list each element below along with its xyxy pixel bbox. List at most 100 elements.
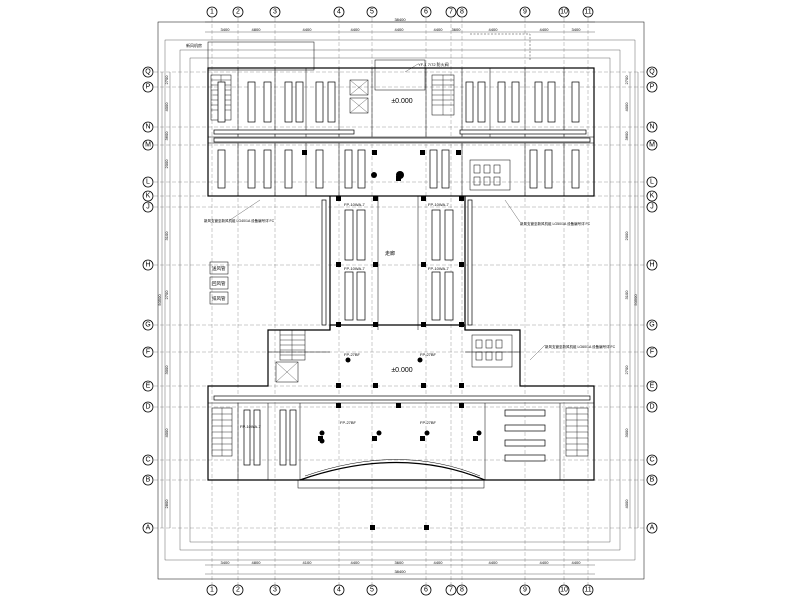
bottom-dimensions: 3400 4800 4100 4400 3600 4400 4400 4400 … (205, 560, 595, 575)
south-wing (207, 324, 595, 489)
bottom-dim-4: 4400 (351, 560, 361, 565)
axis-col-1-bottom: 1 (210, 587, 214, 594)
leader-lines (229, 63, 546, 361)
legend: 送风管 回风管 排风管 (209, 261, 229, 305)
fp-label-8: FP-27BF (420, 420, 437, 425)
total-height-left: 50500 (157, 294, 162, 306)
fp-label-5: FP-27BF (344, 352, 361, 357)
stairs (210, 74, 589, 457)
axis-col-9: 9 (523, 9, 527, 16)
right-dim-1: 2700 (624, 75, 629, 85)
axis-row-L-right: L (650, 179, 654, 186)
right-axis-labels: Q P N M L K J H G F E D C B A (646, 66, 658, 534)
top-note: YF-1 7/72 防火阀 (418, 61, 449, 67)
elevation-north: ±0.000 (391, 98, 412, 105)
axis-col-7: 7 (449, 9, 453, 16)
axis-row-E-right: E (650, 383, 655, 390)
left-axis-labels: Q P N M L K J H G F E D C B A (142, 66, 154, 534)
total-height-right: 50500 (633, 294, 638, 306)
axis-row-J-right: J (650, 204, 654, 211)
axis-col-3: 3 (273, 9, 277, 16)
bottom-dim-2: 4800 (252, 560, 262, 565)
bottom-dim-8: 4400 (540, 560, 550, 565)
bottom-axis-labels: 1 2 3 4 5 6 7 8 9 10 11 (206, 584, 594, 596)
right-dim-5: 3100 (624, 290, 629, 300)
top-dim-10: 3400 (572, 27, 582, 32)
right-dim-3: 3600 (624, 131, 629, 141)
axis-row-D: D (145, 404, 150, 411)
right-dim-7: 3000 (624, 428, 629, 438)
top-dim-6: 4400 (434, 27, 444, 32)
axis-row-A: A (146, 525, 151, 532)
bottom-dim-3: 4100 (303, 560, 313, 565)
fp-label-4: FP-10WA-7 (428, 266, 450, 271)
top-axis-labels: 1 2 3 4 5 6 7 8 9 10 11 (206, 6, 594, 18)
axis-row-F: F (146, 349, 150, 356)
bottom-dim-1: 3400 (221, 560, 231, 565)
axis-col-5-bottom: 5 (370, 587, 374, 594)
left-dim-6: 2700 (164, 290, 169, 300)
axis-col-6-bottom: 6 (424, 587, 428, 594)
pipe-note-left: 新风支管至新风机组 LG40/1A 设备编号详 FC (204, 218, 275, 223)
axis-row-C-right: C (649, 457, 654, 464)
left-dim-5: 3100 (164, 231, 169, 241)
axis-row-Q-right: Q (649, 69, 655, 76)
elevation-south: ±0.000 (391, 367, 412, 374)
total-width-top: 38400 (394, 17, 406, 22)
axis-row-N-right: N (649, 124, 654, 131)
axis-row-F-right: F (650, 349, 654, 356)
north-wing (207, 41, 595, 197)
axis-col-9-bottom: 9 (523, 587, 527, 594)
axis-col-2: 2 (236, 9, 240, 16)
right-dim-2: 4000 (624, 102, 629, 112)
axis-col-1: 1 (210, 9, 214, 16)
bottom-dim-5: 3600 (395, 560, 405, 565)
axis-col-4-bottom: 4 (337, 587, 341, 594)
grid-lines (148, 18, 652, 586)
bottom-dim-6: 4400 (434, 560, 444, 565)
axis-row-P: P (146, 84, 151, 91)
fp-label-1: FP-10WA-7 (344, 202, 366, 207)
fp-label-2: FP-10WA-7 (428, 202, 450, 207)
inner-frame-3 (189, 57, 611, 543)
axis-col-11-bottom: 11 (584, 587, 591, 594)
axis-row-L: L (146, 179, 150, 186)
axis-row-Q: Q (145, 69, 151, 76)
elevators (275, 79, 369, 383)
axis-row-G-right: G (649, 322, 654, 329)
axis-col-10: 10 (560, 9, 568, 16)
axis-col-8: 8 (460, 9, 464, 16)
dashed-pipe (470, 33, 531, 60)
left-dimensions: 2700 4000 3600 2000 3100 2700 3000 4000 … (157, 72, 171, 528)
bottom-dim-9: 4400 (572, 560, 582, 565)
axis-row-K-right: K (650, 193, 655, 200)
axis-row-D-right: D (649, 404, 654, 411)
ducts-spine (321, 199, 473, 326)
corridor-label: 走廊 (385, 250, 395, 257)
axis-col-3-bottom: 3 (273, 587, 277, 594)
axis-col-4: 4 (337, 9, 341, 16)
top-dim-3: 4400 (303, 27, 313, 32)
left-dim-4: 2000 (164, 159, 169, 169)
axis-col-8-bottom: 8 (460, 587, 464, 594)
restroom-fixtures (469, 159, 513, 368)
axis-row-N: N (145, 124, 150, 131)
fp-label-7: FP-27BF (340, 420, 357, 425)
fp-label-3: FP-10WA-7 (344, 266, 366, 271)
left-top-note: 新风机房 (186, 42, 202, 48)
right-dim-8: 4000 (624, 499, 629, 509)
inner-frame-2 (179, 49, 621, 551)
bottom-dim-7: 4400 (489, 560, 499, 565)
axis-row-A-right: A (650, 525, 655, 532)
axis-row-H: H (145, 262, 150, 269)
left-dim-1: 2700 (164, 75, 169, 85)
axis-col-7-bottom: 7 (449, 587, 453, 594)
legend-item-1: 送风管 (212, 265, 226, 272)
left-dim-8: 4000 (164, 428, 169, 438)
ceiling-fans (319, 171, 482, 444)
ducts-north (213, 81, 591, 189)
left-dim-9: 2800 (164, 499, 169, 509)
top-dim-9: 4400 (540, 27, 550, 32)
axis-row-G: G (145, 322, 150, 329)
